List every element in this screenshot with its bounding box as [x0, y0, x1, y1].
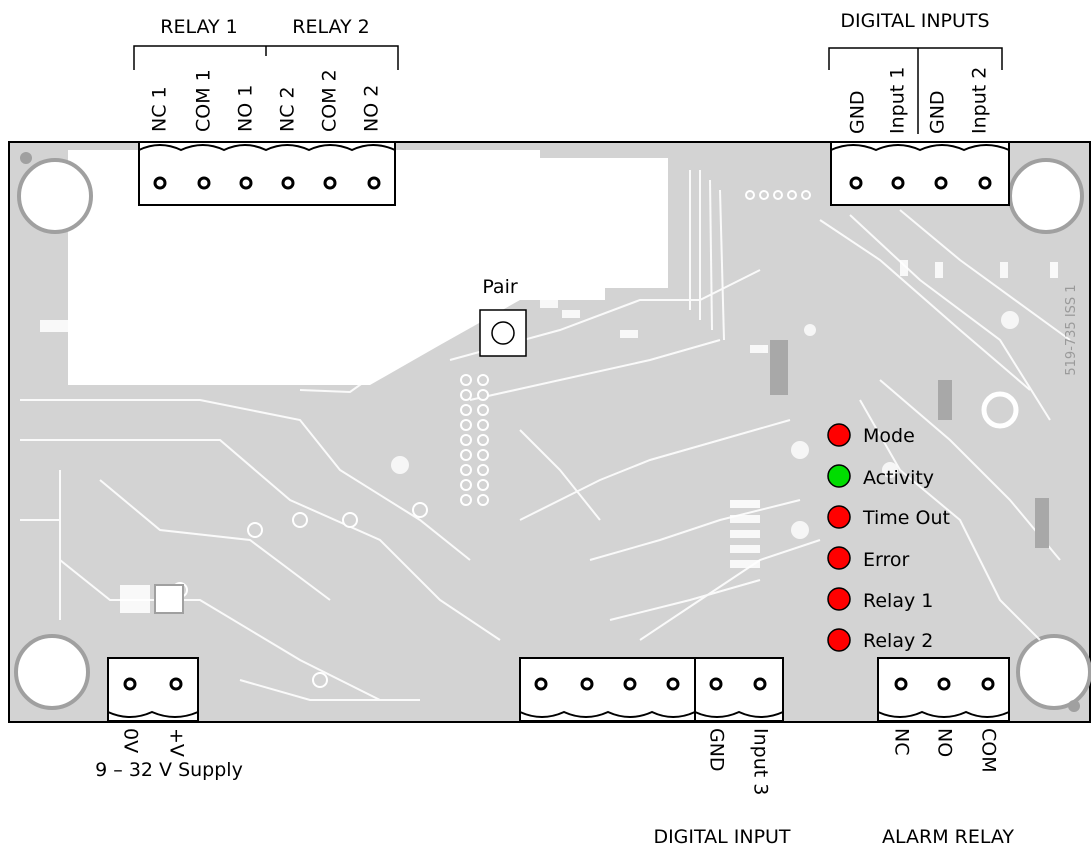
pcb-vias	[172, 190, 811, 688]
alarm-relay-pin-label: NC	[891, 728, 913, 755]
led-label: Mode	[863, 425, 915, 447]
led-indicator	[827, 546, 851, 570]
relay-pin-label: NC 1	[149, 86, 171, 132]
terminal-screw	[197, 176, 211, 190]
digital-input-pin-label: Input 2	[969, 67, 991, 134]
digital-input-pin-label: GND	[847, 90, 869, 134]
terminal-screw	[623, 677, 637, 691]
led-indicator	[827, 587, 851, 611]
digital-input-caption: DIGITAL INPUT	[653, 826, 790, 848]
pair-button-group: Pair	[479, 276, 527, 357]
pcb-pads	[391, 311, 1019, 539]
relay-pin-labels: NC 1 COM 1 NO 1 NC 2 COM 2 NO 2	[149, 69, 383, 132]
terminal-screw	[281, 176, 295, 190]
supply-pin-label: +V	[166, 728, 188, 757]
led-label: Relay 1	[863, 590, 933, 612]
terminal-screw	[753, 677, 767, 691]
led-relay-1: Relay 1	[827, 587, 933, 612]
status-leds: Mode Activity Time Out Error Relay 1 Rel…	[827, 423, 950, 652]
digital-input-pin-label: Input 1	[887, 67, 909, 134]
terminal-screw	[153, 176, 167, 190]
led-indicator	[827, 464, 851, 488]
digital-inputs-title: DIGITAL INPUTS	[840, 10, 989, 32]
mounting-holes	[14, 158, 1091, 710]
terminal-screw	[239, 176, 253, 190]
terminal-screw	[123, 677, 137, 691]
alarm-relay-caption: ALARM RELAY	[882, 826, 1014, 848]
pair-button-label: Pair	[482, 276, 518, 298]
relay-pin-label: NC 2	[277, 86, 299, 132]
smd-components	[40, 260, 1058, 613]
led-indicator	[827, 423, 851, 447]
terminal-screw	[367, 176, 381, 190]
alarm-relay-pin-label: COM	[978, 728, 1000, 773]
relay-terminal-block	[138, 141, 396, 206]
terminal-screw	[891, 176, 905, 190]
terminal-screw	[534, 677, 548, 691]
digital-inputs-terminal-block	[830, 141, 1010, 206]
digital-input-terminal-block-2way	[694, 657, 784, 722]
digital-input-pin-label: GND	[706, 728, 728, 772]
pair-button[interactable]	[479, 309, 527, 357]
relay-pin-label: COM 2	[319, 69, 341, 132]
led-label: Error	[863, 549, 910, 571]
supply-caption: 9 – 32 V Supply	[95, 759, 243, 781]
terminal-screw	[323, 176, 337, 190]
terminal-screw	[937, 677, 951, 691]
led-label: Activity	[863, 467, 934, 489]
terminal-screw	[709, 677, 723, 691]
board-marking: 519-735 ISS 1	[1064, 284, 1079, 375]
supply-pin-label: 0V	[120, 728, 142, 753]
supply-connector: 0V +V 9 – 32 V Supply	[95, 657, 243, 781]
digital-input-pin-label: Input 3	[750, 728, 772, 795]
relay-pin-label: NO 2	[361, 85, 383, 132]
relay2-title: RELAY 2	[292, 16, 369, 38]
led-error: Error	[827, 546, 910, 571]
relay1-title: RELAY 1	[160, 16, 237, 38]
terminal-screw	[934, 176, 948, 190]
alarm-relay-pin-label: NO	[934, 728, 956, 757]
led-relay-2: Relay 2	[827, 628, 933, 652]
led-label: Relay 2	[863, 630, 933, 652]
terminal-screw	[978, 176, 992, 190]
relay-pin-label: NO 1	[235, 85, 257, 132]
terminal-screw	[169, 677, 183, 691]
terminal-screw	[894, 677, 908, 691]
led-label: Time Out	[862, 507, 950, 529]
led-indicator	[827, 505, 851, 529]
relay-pin-label: COM 1	[193, 69, 215, 132]
digital-input-connector: GND Input 3 DIGITAL INPUT	[519, 657, 791, 848]
terminal-screw	[981, 677, 995, 691]
supply-terminal-block	[107, 657, 199, 722]
terminal-screw	[849, 176, 863, 190]
digital-inputs-header: DIGITAL INPUTS GND Input 1 GND Input 2	[828, 10, 1010, 206]
relay-keepout-area	[68, 150, 668, 385]
led-indicator	[827, 628, 851, 652]
led-activity: Activity	[827, 464, 934, 489]
digital-input-terminal-block-4way	[519, 657, 696, 722]
alarm-relay-connector: NC NO COM ALARM RELAY	[877, 657, 1014, 848]
digital-input-pin-label: GND	[927, 90, 949, 134]
terminal-screw	[666, 677, 680, 691]
led-mode: Mode	[827, 423, 915, 447]
relay-header: RELAY 1 RELAY 2 NC 1 COM 1 NO 1 NC 2 COM…	[133, 16, 399, 206]
led-time-out: Time Out	[827, 505, 950, 529]
terminal-screw	[580, 677, 594, 691]
